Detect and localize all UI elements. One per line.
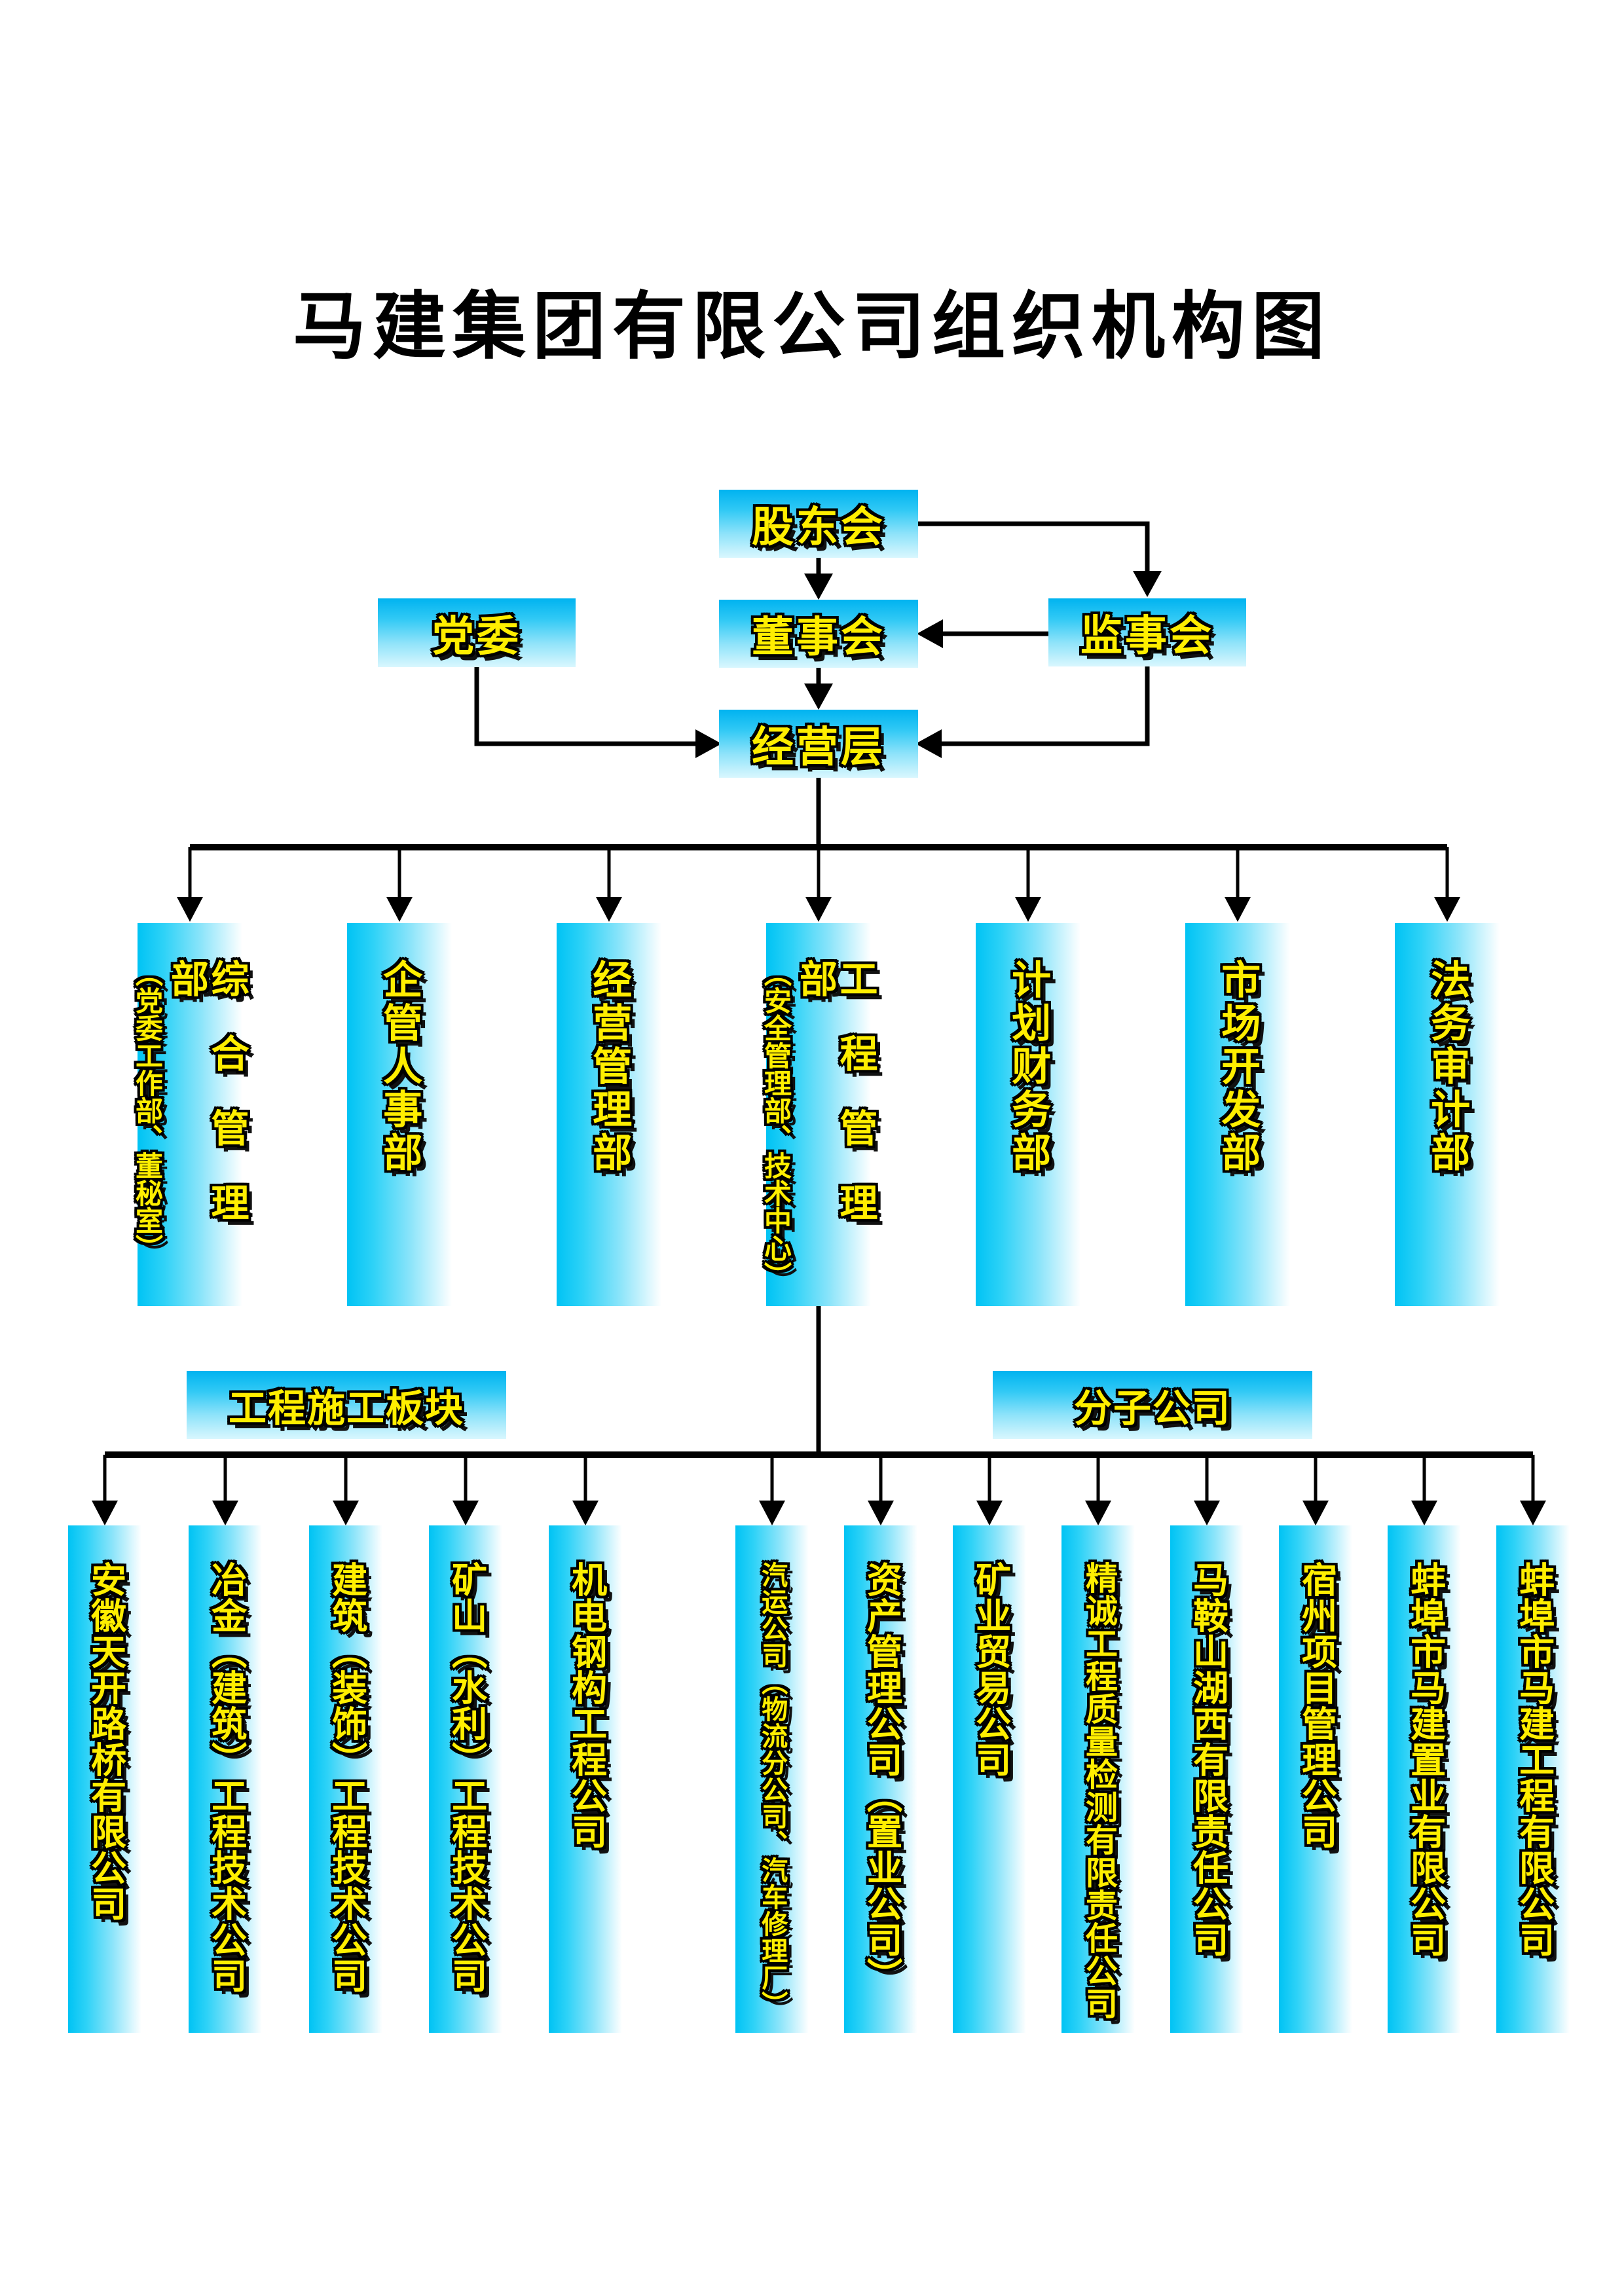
company-box: 矿山（水利）工程技术公司	[429, 1525, 502, 2033]
company-box: 矿业贸易公司	[953, 1525, 1026, 2033]
company-box: 蚌埠市马建工程有限公司	[1496, 1525, 1570, 2033]
node-supervisory-board: 监事会	[1048, 598, 1246, 666]
node-shareholders: 股东会	[719, 490, 918, 558]
company-label: 冶金（建筑）工程技术公司	[204, 1560, 247, 1995]
company-box: 机电钢构工程公司	[549, 1525, 622, 2033]
node-party-committee: 党委	[378, 598, 576, 667]
section-header-subsidiaries: 分子公司	[993, 1371, 1312, 1439]
company-box: 宿州项目管理公司	[1279, 1525, 1352, 2033]
company-label: 矿业贸易公司	[969, 1560, 1011, 1779]
company-box: 汽运公司（物流分公司、汽车修理厂）	[735, 1525, 809, 2033]
company-box: 资产管理公司（置业公司）	[844, 1525, 917, 2033]
company-label: 矿山（水利）工程技术公司	[445, 1560, 487, 1995]
dept-label: 法务审计部	[1424, 958, 1471, 1177]
dept-box-market: 市场开发部	[1185, 923, 1290, 1306]
node-supervisory-board-label: 监事会	[1079, 611, 1214, 661]
company-label: 宿州项目管理公司	[1295, 1560, 1337, 1851]
section-header-construction-label: 工程施工板块	[227, 1386, 464, 1432]
company-box: 马鞍山湖西有限责任公司	[1170, 1525, 1244, 2033]
company-label: 马鞍山湖西有限责任公司	[1186, 1560, 1228, 1959]
company-box: 冶金（建筑）工程技术公司	[189, 1525, 262, 2033]
dept-label: 综合管理部 （党委工作部、董秘室）	[130, 958, 249, 1264]
node-board: 董事会	[719, 600, 918, 668]
dept-box-legal-audit: 法务审计部	[1395, 923, 1500, 1306]
dept-label: 计划财务部	[1005, 958, 1052, 1177]
dept-label: 市场开发部	[1214, 958, 1261, 1177]
node-party-committee-label: 党委	[431, 611, 521, 661]
company-label: 资产管理公司（置业公司）	[860, 1560, 902, 1995]
arrowheads	[92, 571, 1546, 1525]
company-label: 蚌埠市马建置业有限公司	[1403, 1560, 1446, 1959]
company-label: 精诚工程质量检测有限责任公司	[1079, 1560, 1118, 2022]
company-box: 精诚工程质量检测有限责任公司	[1061, 1525, 1135, 2033]
company-label: 蚌埠市马建工程有限公司	[1512, 1560, 1555, 1959]
dept-label: 经营管理部	[585, 958, 633, 1177]
dept-label: 工程管理部 （安全管理部、技术中心）	[759, 958, 878, 1291]
company-box: 建筑（装饰）工程技术公司	[309, 1525, 382, 2033]
company-label: 汽运公司（物流分公司、汽车修理厂）	[756, 1560, 788, 2020]
dept-box-operations: 经营管理部	[557, 923, 661, 1306]
company-label: 机电钢构工程公司	[564, 1560, 607, 1851]
node-shareholders-label: 股东会	[750, 502, 885, 553]
company-label: 安徽天开路桥有限公司	[84, 1560, 126, 1923]
section-header-subsidiaries-label: 分子公司	[1072, 1386, 1231, 1432]
node-management-label: 经营层	[750, 722, 885, 773]
dept-box-engineering: 工程管理部 （安全管理部、技术中心）	[759, 923, 878, 1306]
dept-box-hr: 企管人事部	[347, 923, 452, 1306]
node-board-label: 董事会	[750, 612, 885, 663]
company-label: 建筑（装饰）工程技术公司	[325, 1560, 367, 1995]
company-box: 蚌埠市马建置业有限公司	[1388, 1525, 1461, 2033]
page-title: 马建集团有限公司组织机构图	[293, 283, 1331, 369]
section-header-construction: 工程施工板块	[187, 1371, 506, 1439]
dept-label: 企管人事部	[376, 958, 423, 1177]
dept-box-general-admin: 综合管理部 （党委工作部、董秘室）	[130, 923, 249, 1306]
dept-box-finance: 计划财务部	[976, 923, 1080, 1306]
company-box: 安徽天开路桥有限公司	[68, 1525, 141, 2033]
node-management: 经营层	[719, 710, 918, 778]
